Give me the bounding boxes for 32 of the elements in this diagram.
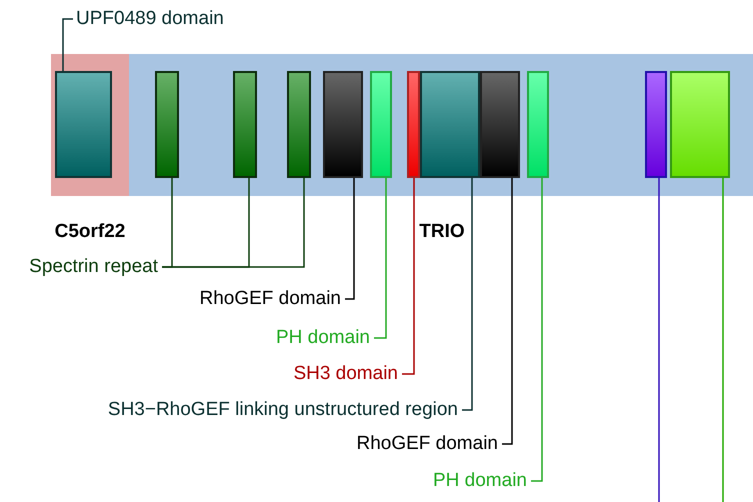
domain-label: PH domain <box>433 469 527 493</box>
domain-label: PH domain <box>276 326 370 350</box>
gene-name: TRIO <box>418 220 466 244</box>
leader-line <box>345 178 355 300</box>
domain-bar <box>527 71 549 178</box>
domain-label: SH3 domain <box>293 362 398 386</box>
leader-line <box>502 178 513 445</box>
domain-label: RhoGEF domain <box>199 287 341 311</box>
domain-bar <box>420 71 480 178</box>
leader-line <box>531 178 543 482</box>
domain-bar <box>323 71 363 178</box>
domain-bar <box>287 71 311 178</box>
leader-line <box>402 178 415 375</box>
domain-bar <box>233 71 257 178</box>
domain-bar <box>670 71 730 178</box>
domain-bar <box>155 71 179 178</box>
domain-bar <box>480 71 520 178</box>
domain-bar <box>407 71 420 178</box>
gene-name: C5orf22 <box>54 220 126 244</box>
leader-line <box>162 178 305 268</box>
leader-line <box>374 178 387 339</box>
domain-bar <box>370 71 392 178</box>
leader-line <box>62 18 73 71</box>
domain-label: RhoGEF domain <box>356 432 498 456</box>
leader-line <box>722 178 724 502</box>
domain-bar <box>645 71 667 178</box>
leader-line <box>462 178 473 411</box>
domain-label: Spectrin repeat <box>29 255 158 279</box>
domain-label: SH3−RhoGEF linking unstructured region <box>108 398 458 422</box>
domain-label: UPF0489 domain <box>76 7 224 31</box>
leader-line <box>658 178 660 502</box>
domain-bar <box>55 71 112 178</box>
